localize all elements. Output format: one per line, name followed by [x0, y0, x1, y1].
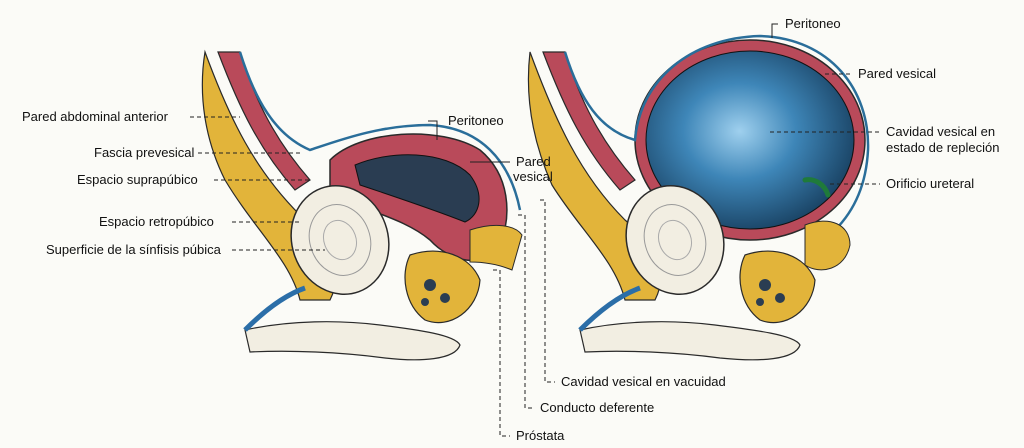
right-urethra	[580, 322, 800, 360]
label-peritoneo-left: Peritoneo	[448, 113, 504, 128]
left-vas-deferens	[470, 225, 522, 270]
label-cavidad-repleccion-1: Cavidad vesical en	[886, 124, 995, 139]
label-superficie-sinfisis: Superficie de la sínfisis púbica	[46, 242, 221, 257]
label-pared-vesical-left-1: Pared	[516, 154, 551, 169]
label-prostata: Próstata	[516, 428, 564, 443]
label-espacio-suprapubico: Espacio suprapúbico	[77, 172, 198, 187]
label-fascia-prevesical: Fascia prevesical	[94, 145, 194, 160]
label-conducto-deferente: Conducto deferente	[540, 400, 654, 415]
right-prostate	[740, 251, 815, 322]
left-urethra	[245, 322, 460, 360]
label-pared-abdominal-anterior: Pared abdominal anterior	[22, 109, 168, 124]
label-espacio-retropubico: Espacio retropúbico	[99, 214, 214, 229]
label-cavidad-repleccion-2: estado de repleción	[886, 140, 999, 155]
label-peritoneo-right: Peritoneo	[785, 16, 841, 31]
label-pared-vesical-right: Pared vesical	[858, 66, 936, 81]
right-section-full-bladder	[528, 36, 868, 360]
label-pared-vesical-left-2: vesical	[513, 169, 553, 184]
label-cavidad-vacuidad: Cavidad vesical en vacuidad	[561, 374, 726, 389]
right-seminal	[805, 221, 850, 270]
left-section-empty-bladder	[202, 52, 522, 360]
left-prostate	[405, 251, 480, 322]
label-orificio-ureteral: Orificio ureteral	[886, 176, 974, 191]
